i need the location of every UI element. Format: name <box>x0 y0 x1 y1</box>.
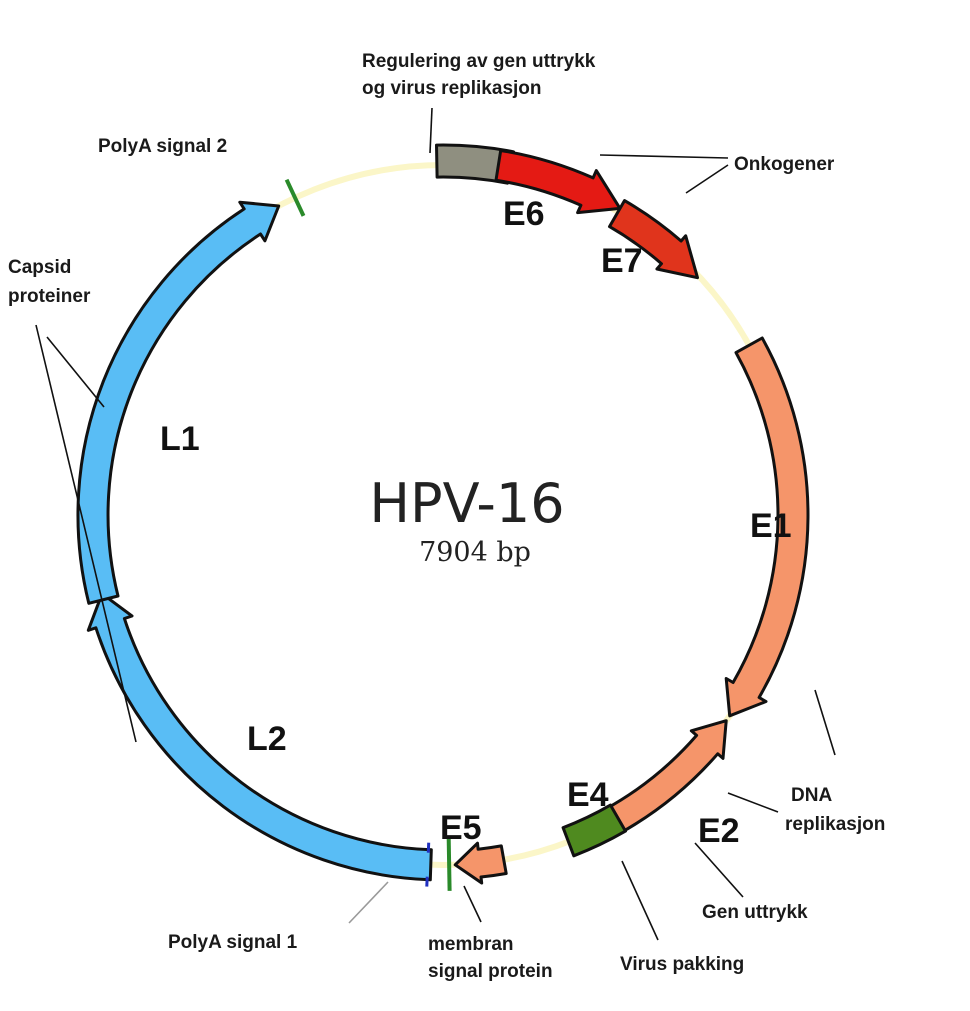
membrane-leader <box>463 885 482 923</box>
dna-leader-e1 <box>814 689 836 756</box>
polya-signal-1-label: PolyA signal 1 <box>168 932 298 953</box>
e5-arrow <box>453 841 508 885</box>
e1-label: E1 <box>750 507 792 545</box>
e7-label: E7 <box>601 242 643 280</box>
e4-label: E4 <box>567 776 609 814</box>
e2-arrow <box>604 719 728 835</box>
capsid-leader-l1 <box>46 336 105 408</box>
l1-label: L1 <box>160 420 200 458</box>
dna-replication-label-line2: replikasjon <box>785 814 885 835</box>
e7-arrow <box>608 199 699 280</box>
l2-label: L2 <box>247 720 287 758</box>
leader-lines <box>35 107 836 941</box>
e1-arrow <box>724 336 810 718</box>
oncogenes-leader-e6 <box>599 154 729 159</box>
oncogenes-label: Onkogener <box>734 154 835 175</box>
e5-label: E5 <box>440 809 482 847</box>
capsid-label-line1: Capsid <box>8 257 71 278</box>
regulation-leader <box>429 107 433 154</box>
gene-expression-label: Gen uttrykk <box>702 902 808 923</box>
l1-arrow <box>76 200 281 605</box>
genome-size: 7904 bp <box>419 537 531 568</box>
capsid-label-line2: proteiner <box>8 286 91 307</box>
regulation-label-line2: og virus replikasjon <box>362 78 542 99</box>
dna-leader-e2 <box>727 792 779 813</box>
l2-arrow <box>86 592 433 882</box>
dna-replication-label-line1: DNA <box>791 785 832 806</box>
gene-expression-leader <box>694 842 744 898</box>
capsid-leader-l2 <box>35 324 137 743</box>
e4-block <box>561 803 627 858</box>
membrane-label-line2: signal protein <box>428 961 553 982</box>
regulation-label-line1: Regulering av gen uttrykk <box>362 51 596 72</box>
genome-title: HPV-16 <box>369 472 564 535</box>
polya-signal-2-marker <box>284 178 306 217</box>
polya-signal-1-marker <box>446 838 452 891</box>
e6-label: E6 <box>503 195 545 233</box>
polya-signal-2-label: PolyA signal 2 <box>98 136 227 157</box>
virus-packing-label: Virus pakking <box>620 954 744 975</box>
e2-label: E2 <box>698 812 740 850</box>
virus-packing-leader <box>621 860 659 941</box>
oncogenes-leader-e7 <box>685 164 729 194</box>
polya1-leader <box>348 881 389 924</box>
membrane-label-line1: membran <box>428 934 514 955</box>
